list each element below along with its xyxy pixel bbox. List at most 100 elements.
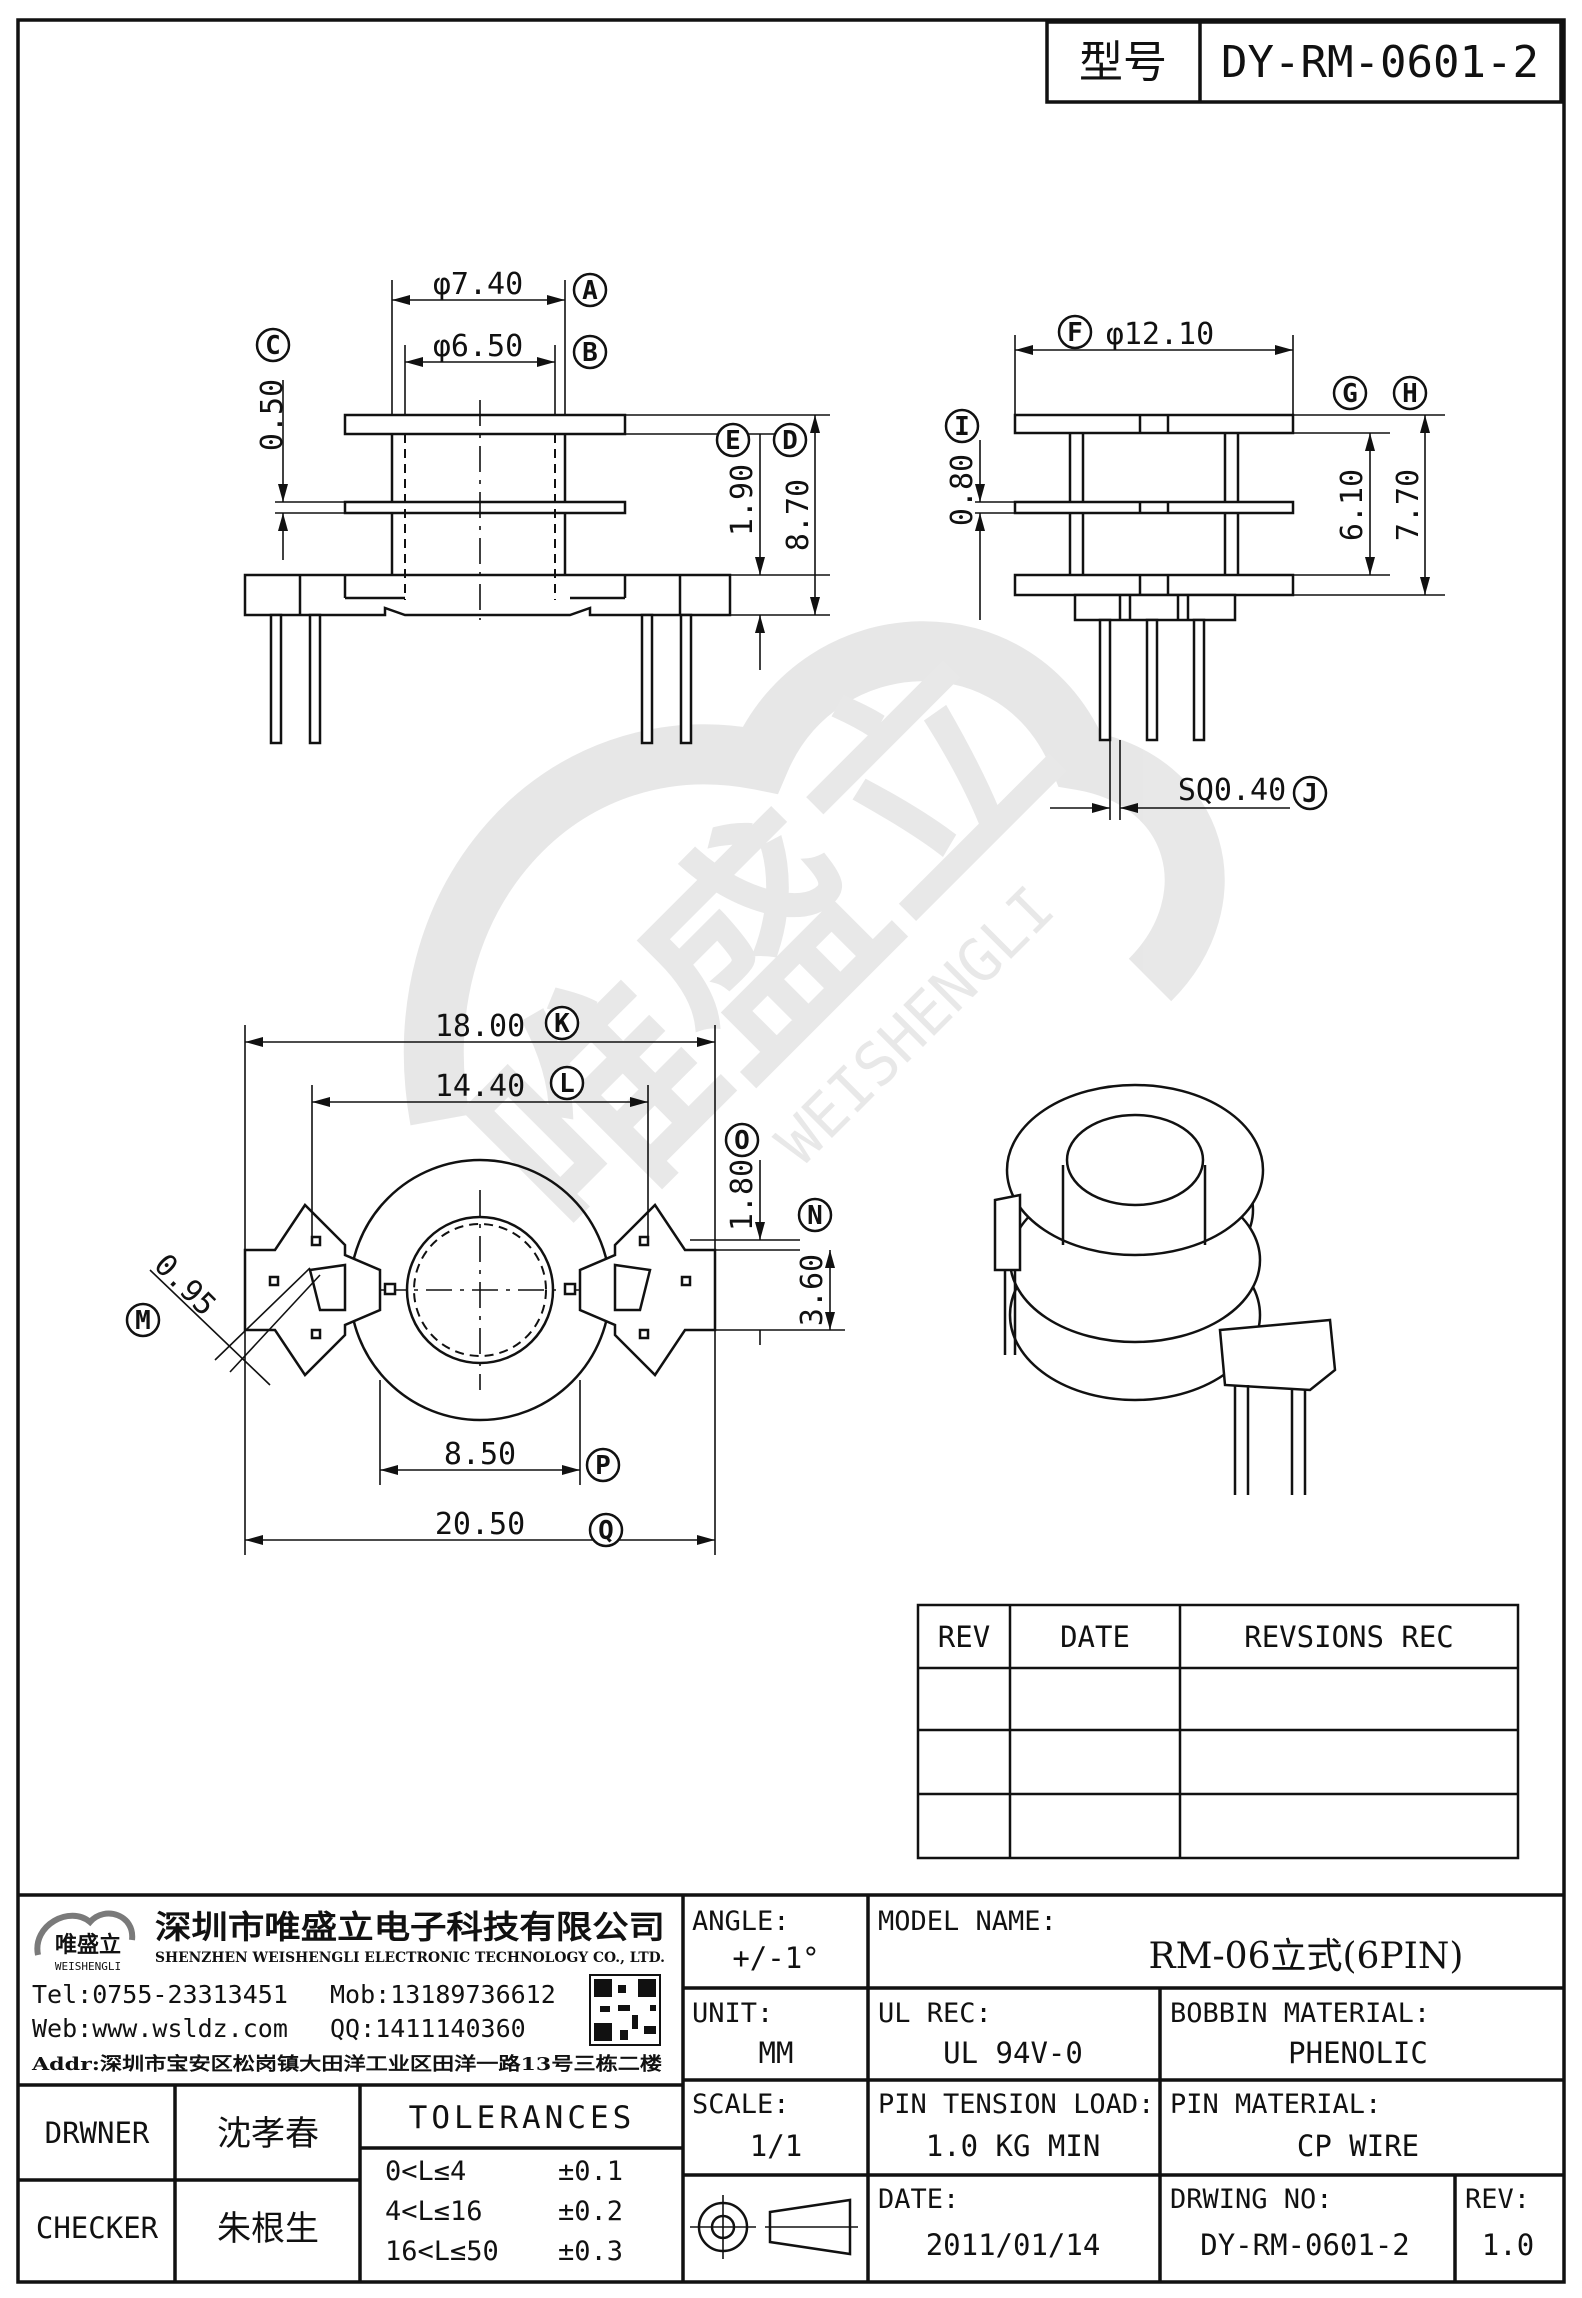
- marker-B-label: B: [582, 338, 598, 368]
- marker-I-label: I: [954, 412, 970, 442]
- tol-value-2: ±0.3: [558, 2236, 623, 2267]
- title-block: 唯盛立 WEISHENGLI 深圳市唯盛立电子科技有限公司 SHENZHEN W…: [18, 1893, 1564, 2282]
- marker-B: B: [572, 334, 608, 370]
- checker-value: 朱根生: [217, 2209, 319, 2249]
- ul-rec-label: UL REC:: [878, 1998, 992, 2029]
- dim-P-text: 8.50: [444, 1437, 516, 1472]
- marker-N: N: [797, 1197, 833, 1233]
- marker-Q-label: Q: [598, 1516, 614, 1546]
- marker-E: E: [715, 422, 751, 458]
- marker-A-label: A: [582, 276, 598, 306]
- drawing-no-value: DY-RM-0601-2: [1200, 2228, 1410, 2262]
- model-name-value: RM-06立式(6PIN): [1149, 1936, 1464, 1977]
- checker-label: CHECKER: [36, 2211, 159, 2245]
- dim-K-text: 18.00: [435, 1009, 525, 1044]
- marker-O-label: O: [734, 1126, 750, 1156]
- unit-value: MM: [759, 2036, 794, 2070]
- drawer-value: 沈孝春: [217, 2114, 319, 2154]
- bobbin-material-label: BOBBIN MATERIAL:: [1170, 1998, 1430, 2029]
- dim-N-text: 3.60: [795, 1254, 830, 1326]
- rev-header-date: DATE: [1060, 1620, 1130, 1654]
- marker-I: I: [944, 408, 980, 444]
- unit-label: UNIT:: [692, 1998, 773, 2029]
- marker-J: J: [1292, 775, 1328, 811]
- marker-C-label: C: [265, 331, 281, 361]
- marker-P: P: [585, 1447, 621, 1483]
- scale-label: SCALE:: [692, 2089, 790, 2120]
- angle-label: ANGLE:: [692, 1906, 790, 1937]
- header-model-box: 型号 DY-RM-0601-2: [1045, 20, 1563, 104]
- marker-K-label: K: [554, 1009, 570, 1039]
- tolerances-label: TOLERANCES: [409, 2100, 636, 2136]
- markers: A B C D E F G H I J K L M N O P Q: [125, 272, 1428, 1548]
- company-logo: 唯盛立 WEISHENGLI: [34, 1910, 136, 1973]
- company-logo-sub: WEISHENGLI: [55, 1960, 121, 1973]
- dim-L-text: 14.40: [435, 1069, 525, 1104]
- marker-L-label: L: [559, 1069, 575, 1099]
- marker-D-label: D: [782, 426, 798, 456]
- tol-range-0: 0<L≤4: [385, 2156, 466, 2187]
- marker-H: H: [1392, 375, 1428, 411]
- company-logo-text: 唯盛立: [55, 1932, 121, 1958]
- dim-E-text: 1.90: [725, 464, 760, 536]
- date-label: DATE:: [878, 2184, 959, 2215]
- rev-header-rec: REVSIONS REC: [1244, 1620, 1454, 1654]
- header-model-value: DY-RM-0601-2: [1221, 37, 1539, 88]
- header-model-label: 型号: [1079, 37, 1167, 88]
- marker-J-label: J: [1302, 779, 1318, 809]
- tol-range-2: 16<L≤50: [385, 2236, 499, 2267]
- date-value: 2011/01/14: [926, 2228, 1101, 2262]
- company-tel: Tel:0755-23313451: [32, 1980, 288, 2009]
- pin-material-label: PIN MATERIAL:: [1170, 2089, 1381, 2120]
- rev-label: REV:: [1465, 2184, 1530, 2215]
- rev-value: 1.0: [1482, 2228, 1534, 2262]
- dim-C-text: 0.50: [255, 379, 290, 451]
- bobbin-material-value: PHENOLIC: [1288, 2036, 1428, 2070]
- company-name-en: SHENZHEN WEISHENGLI ELECTRONIC TECHNOLOG…: [155, 1950, 665, 1966]
- tol-value-1: ±0.2: [558, 2196, 623, 2227]
- dim-Q-text: 20.50: [435, 1507, 525, 1542]
- marker-N-label: N: [807, 1201, 823, 1231]
- marker-L: L: [549, 1065, 585, 1101]
- scale-value: 1/1: [750, 2129, 802, 2163]
- marker-E-label: E: [725, 426, 741, 456]
- qr-code: [589, 1974, 661, 2046]
- marker-D: D: [772, 422, 808, 458]
- marker-F-label: F: [1067, 318, 1083, 348]
- rev-header-rev: REV: [938, 1620, 990, 1654]
- dim-A-text: φ7.40: [433, 267, 523, 302]
- marker-Q: Q: [588, 1512, 624, 1548]
- marker-O: O: [724, 1122, 760, 1158]
- dim-B-text: φ6.50: [433, 329, 523, 364]
- isometric-view: [993, 1083, 1337, 1495]
- marker-C: C: [255, 327, 291, 363]
- ul-rec-value: UL 94V-0: [943, 2036, 1083, 2070]
- marker-P-label: P: [595, 1451, 611, 1481]
- marker-G-label: G: [1342, 379, 1358, 409]
- pin-tension-value: 1.0 KG MIN: [926, 2129, 1101, 2163]
- marker-M-label: M: [135, 1306, 151, 1336]
- company-mob: Mob:13189736612: [330, 1980, 556, 2009]
- angle-value: +/-1°: [732, 1941, 819, 1975]
- projection-symbol-icon: [690, 2195, 858, 2259]
- dim-H-text: 7.70: [1391, 469, 1426, 541]
- tol-range-1: 4<L≤16: [385, 2196, 483, 2227]
- company-web: Web:www.wsldz.com: [32, 2014, 288, 2043]
- model-name-label: MODEL NAME:: [878, 1906, 1057, 1937]
- company-qq: QQ:1411140360: [330, 2014, 526, 2043]
- dim-I-text: 0.80: [945, 454, 980, 526]
- tol-value-0: ±0.1: [558, 2156, 623, 2187]
- dim-F-text: φ12.10: [1106, 317, 1214, 352]
- marker-H-label: H: [1402, 379, 1418, 409]
- drawing-no-label: DRWING NO:: [1170, 2184, 1333, 2215]
- marker-K: K: [544, 1005, 580, 1041]
- marker-F: F: [1057, 314, 1093, 350]
- company-addr: Addr:深圳市宝安区松岗镇大田洋工业区田洋一路13号三栋二楼: [31, 2053, 662, 2075]
- dim-D-text: 8.70: [781, 479, 816, 551]
- revision-table: REV DATE REVSIONS REC: [916, 1603, 1520, 1860]
- marker-A: A: [572, 272, 608, 308]
- drawer-label: DRWNER: [45, 2116, 150, 2150]
- marker-M: M: [125, 1302, 161, 1338]
- company-name-cn: 深圳市唯盛立电子科技有限公司: [155, 1908, 665, 1946]
